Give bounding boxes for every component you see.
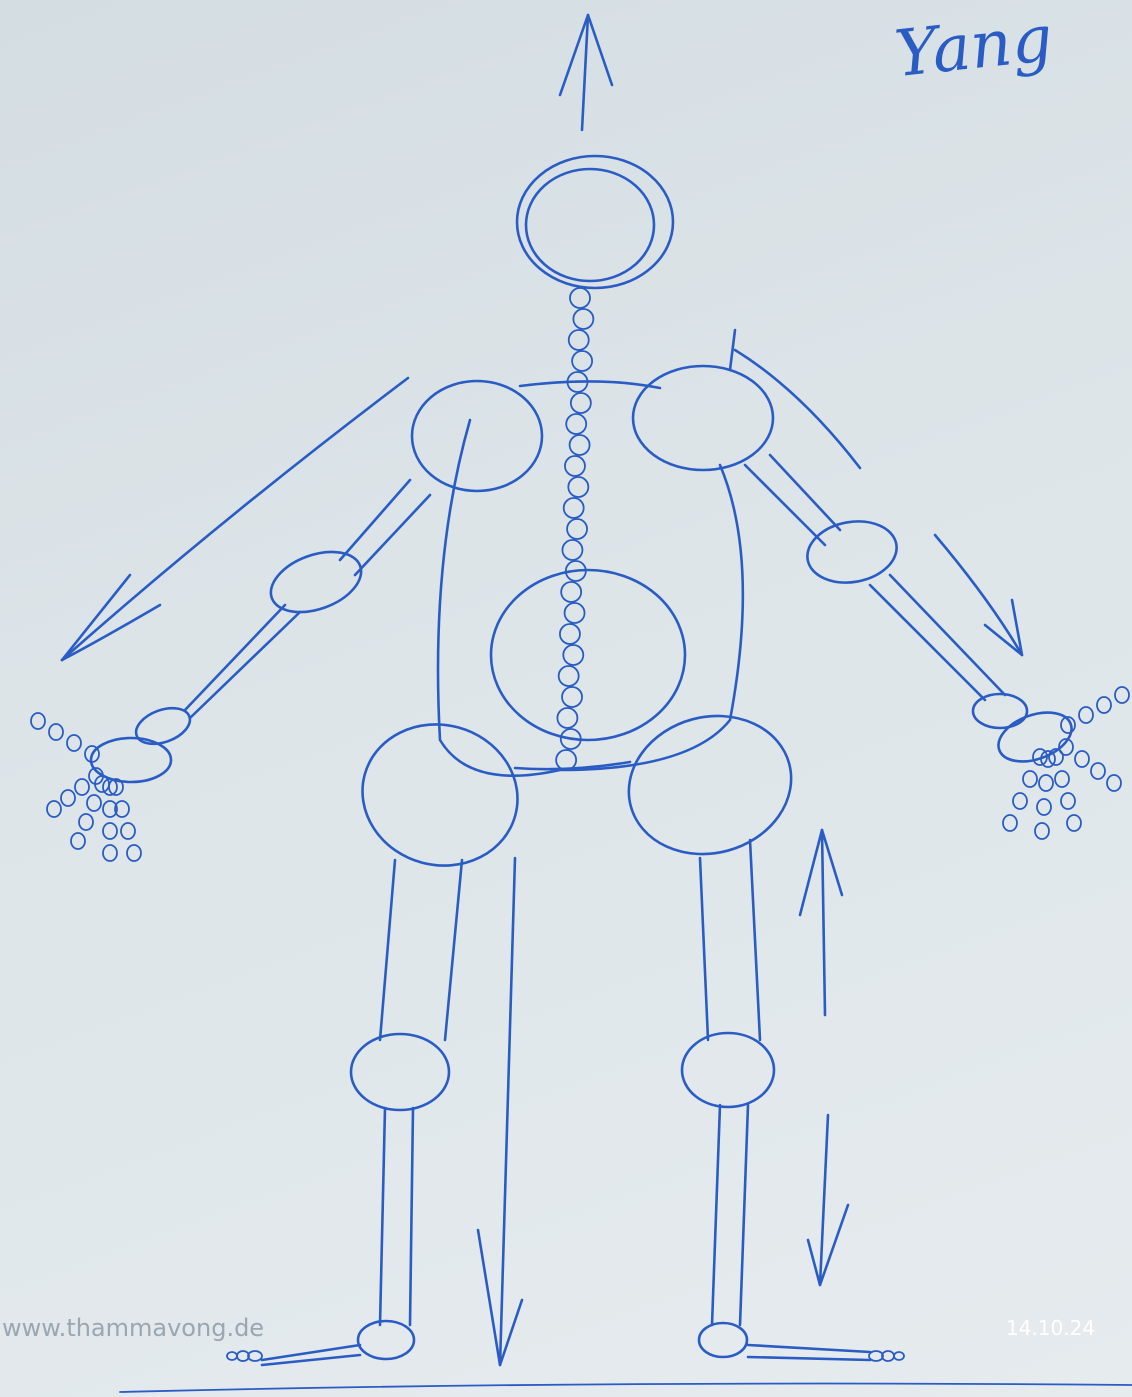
finger-joint [1107,775,1121,791]
spine-vertebra [565,603,585,623]
right-arm [745,455,1078,771]
spine-vertebra [572,351,592,371]
down-arrow-icon [478,858,522,1365]
spine-vertebra [565,456,585,476]
finger-joint [1035,823,1049,839]
shoulders [412,366,773,491]
finger-joint [1055,771,1069,787]
left-arm-motion-arrow-icon [62,378,408,660]
spine-vertebra [562,687,582,707]
spine-vertebra [557,708,577,728]
finger-joint [127,845,141,861]
spine-vertebra [570,435,590,455]
finger-joint [71,833,85,849]
finger-joint [75,779,89,795]
spine-vertebra [560,624,580,644]
finger-joint [31,713,45,729]
spine-vertebra [566,414,586,434]
spine-vertebra [571,393,591,413]
finger-joint [1003,815,1017,831]
spine-vertebra [556,750,576,770]
spine-vertebra [561,582,581,602]
right-leg [682,840,904,1361]
spine-vertebra [570,288,590,308]
spine-vertebra [568,477,588,497]
finger-joint [1037,799,1051,815]
finger-joint [87,795,101,811]
finger-joint [1039,775,1053,791]
finger-joint [79,814,93,830]
spine-vertebra [563,645,583,665]
finger-joint [1013,793,1027,809]
finger-joint [1067,815,1081,831]
up-arrow-icon [800,830,842,1015]
spine-vertebra [567,519,587,539]
finger-joint [1023,771,1037,787]
hips [347,698,807,883]
finger-joint [1091,763,1105,779]
spine-vertebra [562,540,582,560]
up-arrow-icon [560,15,612,130]
finger-joint [61,790,75,806]
finger-joint [47,801,61,817]
finger-joint [1115,687,1129,703]
watermark-text: www.thammavong.de [2,1314,264,1342]
finger-joint [49,724,63,740]
finger-joint [103,845,117,861]
spine-vertebra [569,330,589,350]
finger-joint [1075,751,1089,767]
finger-joint [103,823,117,839]
spine-vertebra [573,309,593,329]
paper-edge-line [120,1384,1132,1392]
spine-vertebra [559,666,579,686]
finger-joint [67,735,81,751]
down-arrow-icon [808,1115,848,1285]
finger-joint [121,823,135,839]
date-text: 14.10.24 [1006,1316,1095,1340]
finger-joint [1061,793,1075,809]
finger-joint [1079,707,1093,723]
head [517,156,673,288]
finger-joint [1097,697,1111,713]
torso [438,420,743,776]
left-arm [91,480,430,782]
left-leg [227,860,462,1365]
spine [556,288,593,770]
left-hand-fingers [31,713,141,861]
spine-vertebra [564,498,584,518]
right-hand-fingers [1003,687,1129,839]
